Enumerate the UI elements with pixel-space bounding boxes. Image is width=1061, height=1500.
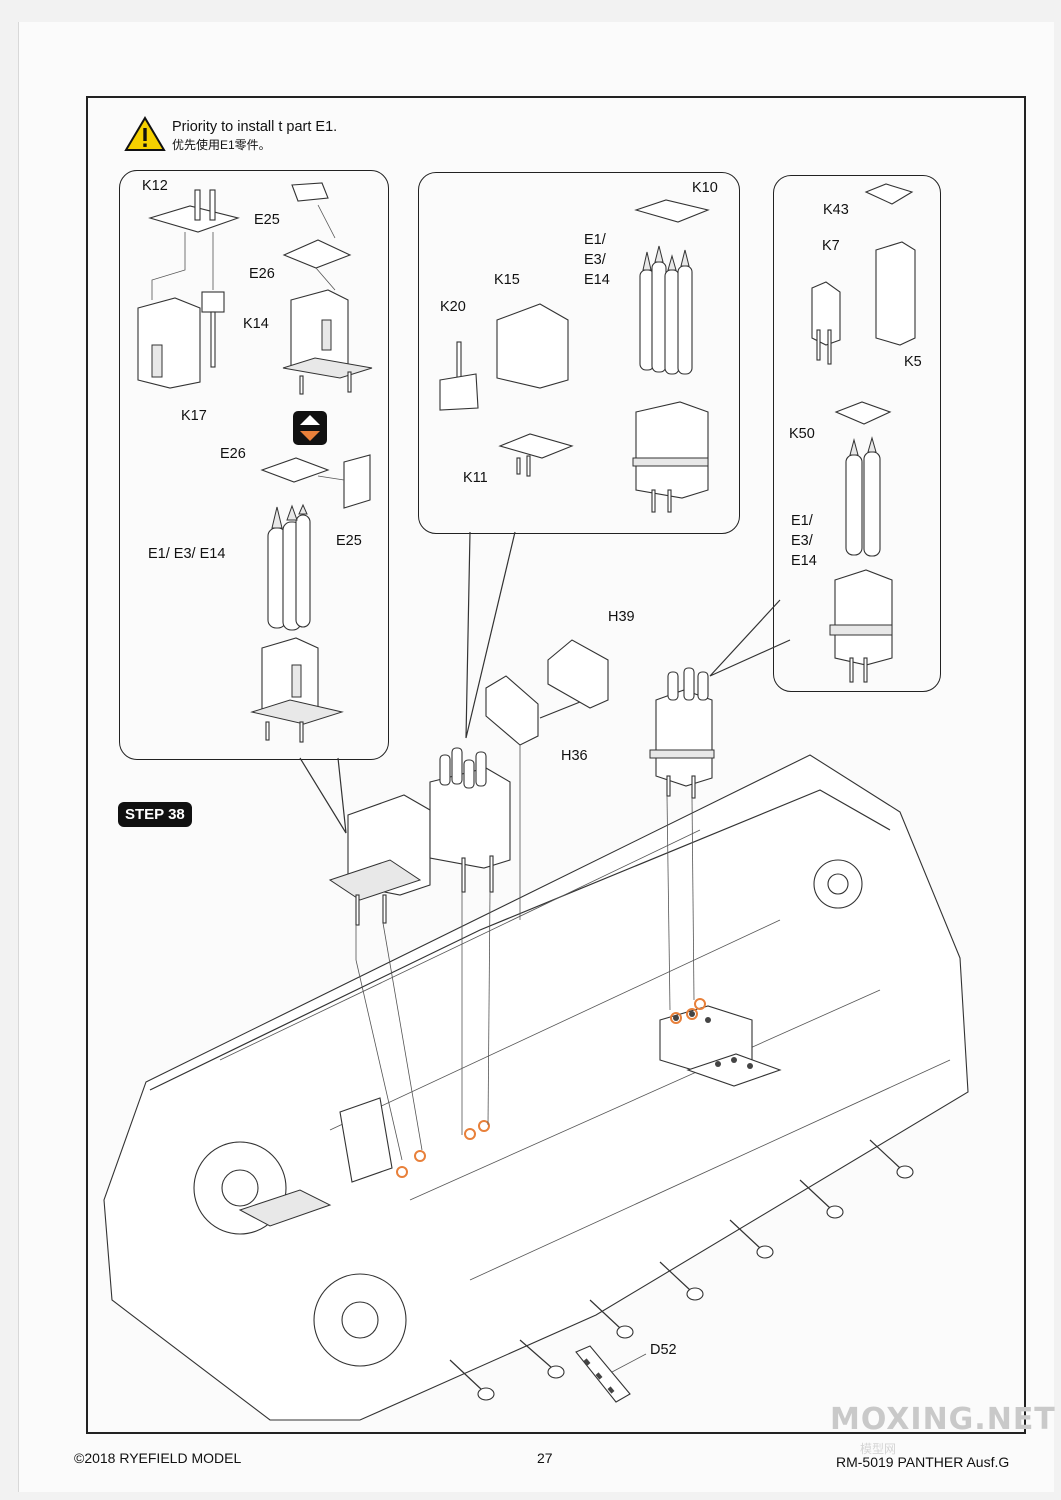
label-k17: K17 bbox=[181, 408, 207, 424]
warning-note: Priority to install t part E1. 优先使用E1零件。 bbox=[172, 118, 337, 154]
swap-arrows-icon bbox=[293, 411, 327, 445]
label-k20: K20 bbox=[440, 299, 466, 315]
step-badge: STEP 38 bbox=[118, 802, 192, 827]
footer-product: RM-5019 PANTHER Ausf.G bbox=[836, 1454, 1010, 1470]
label-e26-lower: E26 bbox=[220, 446, 246, 462]
label-h39: H39 bbox=[608, 609, 635, 625]
label-e1-mid: E1/ bbox=[584, 232, 606, 248]
footer-copyright: ©2018 RYEFIELD MODEL bbox=[74, 1450, 242, 1466]
label-k12: K12 bbox=[142, 178, 168, 194]
warning-text-zh: 优先使用E1零件。 bbox=[172, 138, 271, 152]
label-e26: E26 bbox=[249, 266, 275, 282]
step-frame bbox=[86, 96, 1026, 1434]
callout-panel-left bbox=[119, 170, 389, 760]
label-k14: K14 bbox=[243, 316, 269, 332]
label-k50: K50 bbox=[789, 426, 815, 442]
label-k43: K43 bbox=[823, 202, 849, 218]
label-k15: K15 bbox=[494, 272, 520, 288]
watermark: MOXING.NET bbox=[830, 1402, 1056, 1437]
label-e14-mid: E14 bbox=[584, 272, 610, 288]
label-e3-right: E3/ bbox=[791, 533, 813, 549]
warning-text-en: Priority to install t part E1. bbox=[172, 119, 338, 135]
warning-triangle-icon bbox=[124, 116, 166, 151]
label-h36: H36 bbox=[561, 748, 588, 764]
label-d52: D52 bbox=[650, 1342, 677, 1358]
label-e25-lower: E25 bbox=[336, 533, 362, 549]
label-e3-mid: E3/ bbox=[584, 252, 606, 268]
label-k11: K11 bbox=[463, 470, 488, 486]
label-e25: E25 bbox=[254, 212, 280, 228]
label-k5: K5 bbox=[904, 354, 922, 370]
callout-panel-middle bbox=[418, 172, 740, 534]
label-e1-right: E1/ bbox=[791, 513, 813, 529]
label-e14-right: E14 bbox=[791, 553, 817, 569]
label-e1-e3-e14-left: E1/ E3/ E14 bbox=[148, 546, 226, 562]
watermark-sub: 模型网 bbox=[860, 1442, 897, 1456]
callout-panel-right bbox=[773, 175, 941, 692]
footer-page-number: 27 bbox=[537, 1450, 553, 1466]
label-k7: K7 bbox=[822, 238, 840, 254]
label-k10: K10 bbox=[692, 180, 718, 196]
